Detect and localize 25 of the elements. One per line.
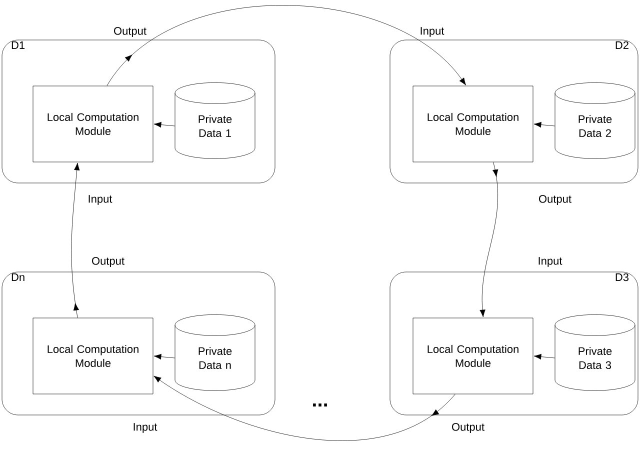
arrow xyxy=(154,354,175,360)
port-label: Output xyxy=(452,423,484,433)
port-label: Input xyxy=(538,257,562,267)
arrow xyxy=(480,162,498,318)
port-label: Input xyxy=(88,195,112,205)
port-label: Output xyxy=(92,257,124,267)
port-label: Output xyxy=(539,195,572,205)
arrow xyxy=(154,122,175,128)
arrow xyxy=(534,122,555,128)
arrow xyxy=(71,162,80,318)
port-label: Input xyxy=(134,423,158,433)
module-box: Local Computation Module xyxy=(412,318,534,394)
module-box: Local Computation Module xyxy=(412,86,534,162)
port-label: Output xyxy=(114,27,146,37)
arrow xyxy=(106,5,466,86)
database-cylinder: Private Data 3 xyxy=(554,314,636,391)
database-cylinder: Private Data n xyxy=(174,314,256,391)
arrow xyxy=(154,376,456,441)
database-cylinder: Private Data 2 xyxy=(554,82,636,159)
arrow xyxy=(534,354,555,360)
module-box: Local Computation Module xyxy=(32,318,154,394)
module-box: Local Computation Module xyxy=(32,86,154,162)
port-label: ... xyxy=(313,404,327,406)
port-label: Input xyxy=(420,27,444,37)
database-cylinder: Private Data 1 xyxy=(174,82,256,159)
